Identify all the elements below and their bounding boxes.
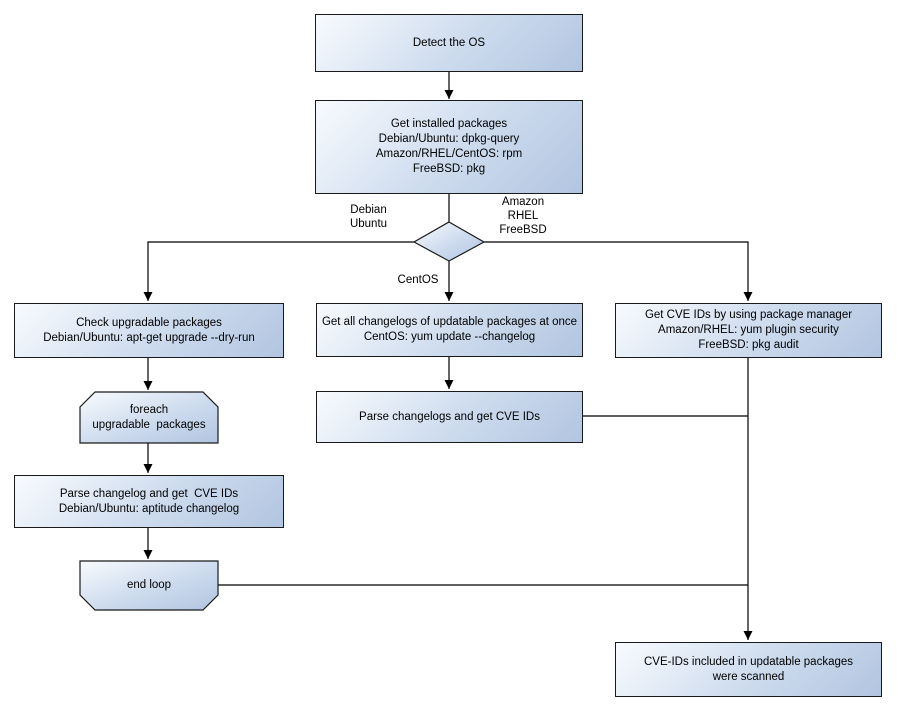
edge-label-centos: CentOS <box>397 274 439 286</box>
edge-label-amazon-rhel-freebsd: Amazon RHEL FreeBSD <box>499 196 547 236</box>
end-loop-shape <box>79 560 219 611</box>
node-check-upgradable-packages: Check upgradable packages Debian/Ubuntu:… <box>14 303 284 358</box>
node-cve-ids-scanned: CVE-IDs included in updatable packages w… <box>615 642 882 697</box>
node-detect-os: Detect the OS <box>315 14 583 72</box>
connector-decision-to-check-upgradable <box>143 241 414 301</box>
node-parse-changelog-aptitude: Parse changelog and get CVE IDs Debian/U… <box>14 475 284 528</box>
node-parse-changelogs: Parse changelogs and get CVE IDs <box>316 391 583 443</box>
edge-label-debian-ubuntu: Debian Ubuntu <box>349 204 388 230</box>
node-get-cve-ids-package-manager: Get CVE IDs by using package manager Ama… <box>615 303 882 358</box>
foreach-loop-shape <box>79 391 219 444</box>
node-get-all-changelogs: Get all changelogs of updatable packages… <box>316 303 583 357</box>
node-get-installed-packages: Get installed packages Debian/Ubuntu: dp… <box>315 100 583 194</box>
decision-os-diamond <box>412 221 486 262</box>
connector-decision-to-get-cve-ids <box>484 241 753 301</box>
